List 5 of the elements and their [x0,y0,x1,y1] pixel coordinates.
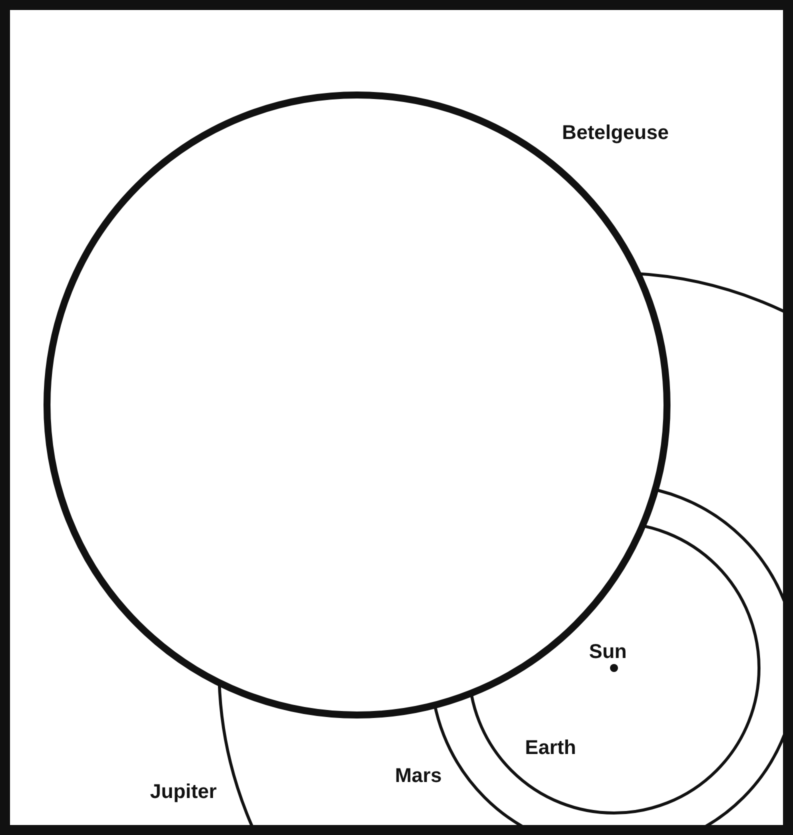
star-label: Betelgeuse [562,123,669,143]
planet-label: Mars [395,766,442,786]
planet-label: Jupiter [150,782,217,802]
sun-label: Sun [589,642,627,662]
planet-label: Earth [525,738,576,758]
